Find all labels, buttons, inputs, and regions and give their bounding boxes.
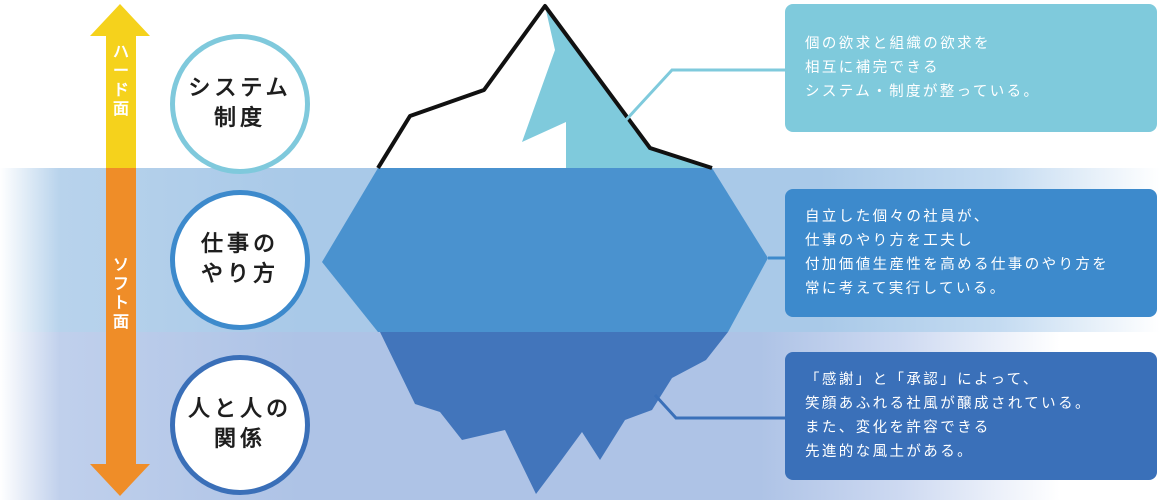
description-line: 個の欲求と組織の欲求を (805, 36, 991, 52)
iceberg-tip-outline (376, 4, 713, 170)
description-line: 笑顔あふれる社風が醸成されている。 (805, 396, 1092, 412)
circle-relationships: 人と人の 関係 (170, 355, 310, 495)
description-line: 常に考えて実行している。 (805, 281, 1007, 297)
description-line: 先進的な風土がある。 (805, 444, 974, 460)
hard-axis-label: ハード面 (112, 42, 129, 118)
description-box-system: 個の欲求と組織の欲求を 相互に補完できる システム・制度が整っている。 (785, 4, 1157, 132)
description-line: システム・制度が整っている。 (805, 84, 1041, 100)
circle-label-line: やり方 (200, 262, 279, 287)
circle-label-line: 仕事の (200, 232, 279, 257)
soft-arrow-head (90, 464, 150, 496)
circle-label-line: 人と人の (187, 397, 292, 422)
connector-line-1 (624, 68, 785, 122)
description-line: また、変化を許容できる (805, 420, 991, 436)
soft-axis-label: ソフト面 (112, 255, 129, 331)
iceberg-bottom (378, 332, 728, 494)
description-line: 仕事のやり方を工夫し (805, 233, 974, 249)
description-line: 「感謝」と「承認」によって、 (805, 372, 1040, 388)
description-line: 自立した個々の社員が、 (805, 209, 991, 225)
circle-system: システム 制度 (170, 34, 310, 174)
hard-arrow-head (90, 4, 150, 36)
soft-axis-bar (106, 168, 136, 466)
circle-label-line: システム (188, 76, 292, 101)
hard-axis-bar (106, 34, 136, 168)
description-box-work-method: 自立した個々の社員が、 仕事のやり方を工夫し 付加価値生産性を高める仕事のやり方… (785, 189, 1157, 317)
description-line: 付加価値生産性を高める仕事のやり方を (805, 257, 1110, 273)
circle-label-line: 制度 (213, 106, 266, 131)
description-box-relationships: 「感謝」と「承認」によって、 笑顔あふれる社風が醸成されている。 また、変化を許… (785, 352, 1157, 480)
connector-line-3 (653, 393, 785, 420)
circle-work-method: 仕事の やり方 (170, 190, 310, 330)
circle-label-line: 関係 (213, 427, 266, 452)
description-line: 相互に補完できる (805, 60, 940, 76)
iceberg-tip-face (522, 6, 712, 168)
iceberg-middle (322, 168, 768, 332)
